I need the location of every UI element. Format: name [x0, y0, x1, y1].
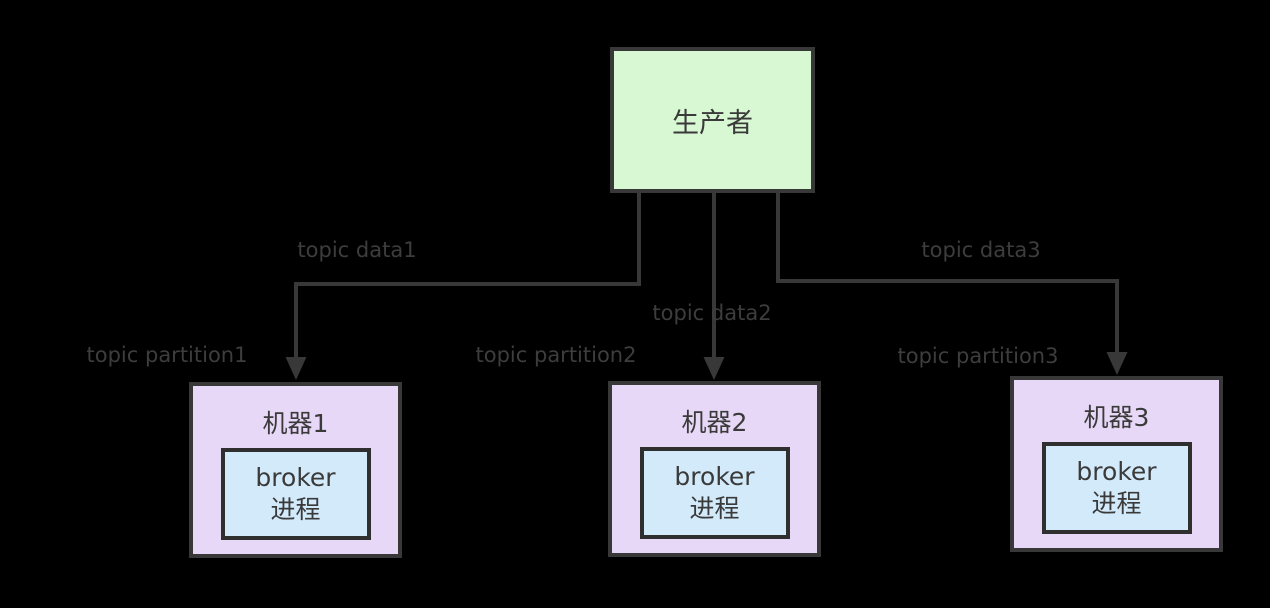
machine-label: 机器2 — [681, 408, 748, 437]
connector-topic-data1 — [294, 192, 641, 360]
broker-process-node: broker 进程 — [1041, 441, 1192, 534]
producer-label: 生产者 — [672, 107, 753, 139]
broker-process-line1: broker — [674, 462, 755, 492]
edge-label-topic-data2: topic data2 — [652, 301, 772, 325]
partition-label-3: topic partition3 — [897, 344, 1059, 368]
machine-label: 机器1 — [262, 409, 329, 438]
machine-label: 机器3 — [1083, 403, 1150, 432]
edge-label-topic-data1: topic data1 — [297, 238, 417, 262]
broker-process-node: broker 进程 — [639, 446, 790, 539]
broker-process-line2: 进程 — [270, 494, 321, 524]
broker-process-line2: 进程 — [1091, 488, 1142, 518]
partition-label-2: topic partition2 — [475, 343, 637, 367]
broker-process-line2: 进程 — [689, 493, 740, 523]
machine-node-3: 机器3 broker 进程 — [1010, 376, 1223, 552]
arrowhead-down-icon — [285, 357, 307, 380]
machine-node-1: 机器1 broker 进程 — [189, 382, 402, 558]
arrowhead-down-icon — [1106, 352, 1128, 375]
arrowhead-down-icon — [703, 357, 725, 380]
producer-node: 生产者 — [610, 47, 815, 193]
broker-process-node: broker 进程 — [220, 447, 371, 540]
partition-label-1: topic partition1 — [86, 343, 248, 367]
broker-process-line1: broker — [1076, 457, 1157, 487]
broker-process-line1: broker — [255, 463, 336, 493]
edge-label-topic-data3: topic data3 — [921, 238, 1041, 262]
connector-topic-data3 — [776, 192, 1119, 355]
machine-node-2: 机器2 broker 进程 — [608, 381, 821, 557]
